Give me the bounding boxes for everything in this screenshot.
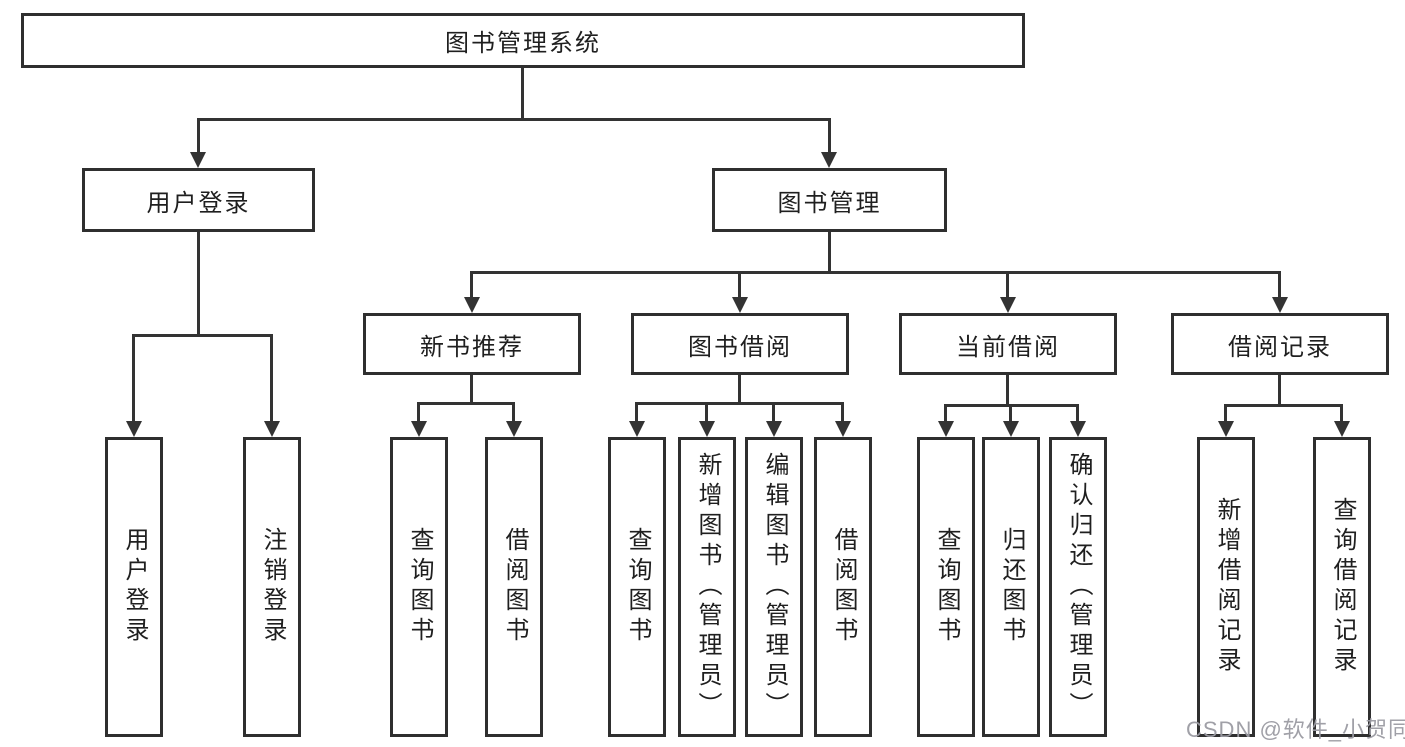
node-book-management: 图书管理 [712, 168, 947, 232]
node-user-login: 用户登录 [82, 168, 315, 232]
leaf-records-add-record: 新增借阅记录 [1197, 437, 1255, 737]
arrow-down-icon [821, 152, 837, 168]
connector-line [1009, 404, 1012, 423]
arrow-down-icon [1003, 421, 1019, 437]
leaf-borrow-borrow-books: 借阅图书 [814, 437, 872, 737]
arrow-down-icon [264, 421, 280, 437]
node-borrow-records: 借阅记录 [1171, 313, 1389, 375]
leaf-recommend-borrow-books: 借阅图书 [485, 437, 543, 737]
leaf-records-search-record: 查询借阅记录 [1313, 437, 1371, 737]
connector-line [705, 402, 708, 423]
connector-line [417, 402, 515, 405]
leaf-label: 编辑图书（管理员） [761, 452, 788, 722]
arrow-down-icon [629, 421, 645, 437]
leaf-label: 查询图书 [933, 527, 960, 647]
connector-line [197, 118, 200, 156]
connector-line [470, 375, 473, 404]
arrow-down-icon [506, 421, 522, 437]
leaf-label: 查询图书 [406, 527, 433, 647]
leaf-borrow-add-books-admin: 新增图书（管理员） [678, 437, 736, 737]
leaf-logout: 注销登录 [243, 437, 301, 737]
connector-line [1006, 271, 1009, 299]
leaf-recommend-search-books: 查询图书 [390, 437, 448, 737]
arrow-down-icon [699, 421, 715, 437]
leaf-label: 确认归还（管理员） [1065, 452, 1092, 722]
connector-line [521, 68, 524, 120]
arrow-down-icon [1272, 297, 1288, 313]
csdn-watermark: CSDN @软件_小贺同学 [1186, 717, 1405, 742]
leaf-label: 注销登录 [259, 527, 286, 647]
leaf-current-search-books: 查询图书 [917, 437, 975, 737]
connector-line [197, 118, 831, 121]
arrow-down-icon [1070, 421, 1086, 437]
connector-line [828, 118, 831, 156]
connector-line [1340, 404, 1343, 423]
connector-line [1278, 375, 1281, 406]
leaf-borrow-search-books: 查询图书 [608, 437, 666, 737]
leaf-label: 借阅图书 [501, 527, 528, 647]
leaf-label: 归还图书 [998, 527, 1025, 647]
arrow-down-icon [766, 421, 782, 437]
connector-line [132, 334, 135, 423]
leaf-label: 查询图书 [624, 527, 651, 647]
node-new-book-recommend: 新书推荐 [363, 313, 581, 375]
leaf-current-confirm-return-admin: 确认归还（管理员） [1049, 437, 1107, 737]
connector-line [197, 232, 200, 336]
connector-line [828, 232, 831, 273]
arrow-down-icon [411, 421, 427, 437]
leaf-label: 新增借阅记录 [1213, 497, 1240, 677]
connector-line [944, 404, 947, 423]
connector-line [738, 375, 741, 404]
leaf-label: 新增图书（管理员） [694, 452, 721, 722]
node-library-management-system: 图书管理系统 [21, 13, 1025, 68]
connector-line [841, 402, 844, 423]
node-current-borrow: 当前借阅 [899, 313, 1117, 375]
leaf-borrow-edit-books-admin: 编辑图书（管理员） [745, 437, 803, 737]
leaf-label: 用户登录 [121, 527, 148, 647]
connector-line [1278, 271, 1281, 299]
arrow-down-icon [938, 421, 954, 437]
connector-line [470, 271, 473, 299]
connector-line [1076, 404, 1079, 423]
arrow-down-icon [464, 297, 480, 313]
leaf-user-login: 用户登录 [105, 437, 163, 737]
leaf-label: 借阅图书 [830, 527, 857, 647]
connector-line [132, 334, 273, 337]
connector-line [1224, 404, 1227, 423]
arrow-down-icon [1218, 421, 1234, 437]
arrow-down-icon [732, 297, 748, 313]
connector-line [1224, 404, 1343, 407]
connector-line [270, 334, 273, 423]
arrow-down-icon [126, 421, 142, 437]
arrow-down-icon [835, 421, 851, 437]
connector-line [772, 402, 775, 423]
connector-line [738, 271, 741, 299]
arrow-down-icon [1000, 297, 1016, 313]
node-book-borrow: 图书借阅 [631, 313, 849, 375]
leaf-current-return-books: 归还图书 [982, 437, 1040, 737]
leaf-label: 查询借阅记录 [1329, 497, 1356, 677]
arrow-down-icon [1334, 421, 1350, 437]
connector-line [635, 402, 638, 423]
connector-line [470, 271, 1281, 274]
arrow-down-icon [190, 152, 206, 168]
connector-line [1006, 375, 1009, 406]
connector-line [635, 402, 844, 405]
connector-line [417, 402, 420, 423]
connector-line [512, 402, 515, 423]
